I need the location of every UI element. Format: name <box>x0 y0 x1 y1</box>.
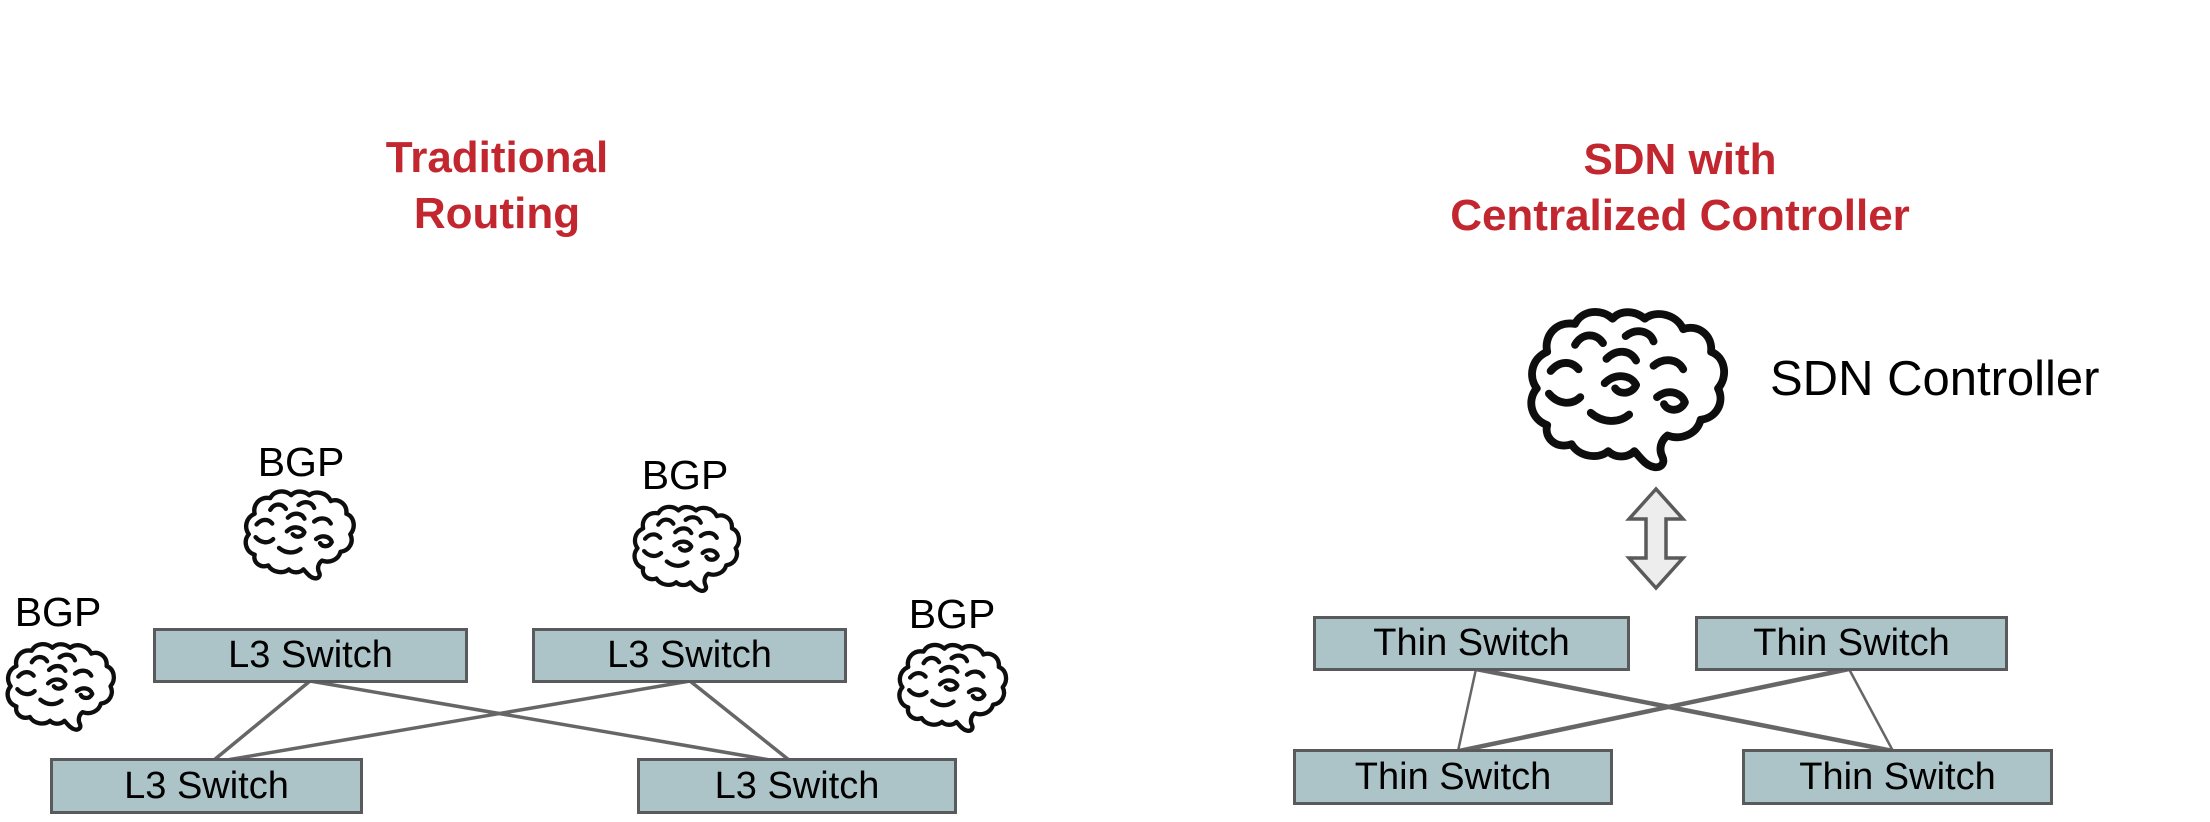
double-arrow-icon <box>1625 486 1687 591</box>
link-line <box>688 679 791 762</box>
bgp-label: BGP <box>14 589 102 635</box>
title-line: Routing <box>413 189 581 238</box>
sdn-controller-label: SDN Controller <box>1770 352 2100 406</box>
switch-label: Thin Switch <box>1373 622 1570 664</box>
l3-switch-box: L3 Switch <box>637 758 957 814</box>
thin-switch-box: Thin Switch <box>1695 616 2008 671</box>
bgp-label: BGP <box>641 452 729 498</box>
bgp-label: BGP <box>257 439 345 485</box>
title-line: Traditional <box>385 133 609 182</box>
l3-switch-box: L3 Switch <box>532 628 847 683</box>
link-line <box>1458 666 1850 754</box>
sdn-title: SDN with Centralized Controller <box>1420 132 1940 244</box>
l3-switch-box: L3 Switch <box>153 628 468 683</box>
switch-label: Thin Switch <box>1799 755 1996 798</box>
brain-icon <box>626 502 750 594</box>
thin-switch-box: Thin Switch <box>1313 616 1630 671</box>
switch-label: L3 Switch <box>124 764 289 807</box>
link-line <box>309 679 771 762</box>
traditional-routing-title: Traditional Routing <box>297 130 697 242</box>
switch-label: L3 Switch <box>228 634 393 676</box>
link-line <box>1456 668 1478 752</box>
title-line: Centralized Controller <box>1450 191 1910 240</box>
link-line <box>1475 666 1894 754</box>
switch-label: Thin Switch <box>1354 755 1552 798</box>
thin-switch-box: Thin Switch <box>1742 749 2053 805</box>
switch-label: Thin Switch <box>1753 622 1950 664</box>
brain-icon <box>893 640 1015 734</box>
link-line <box>226 679 691 762</box>
switch-label: L3 Switch <box>607 634 772 676</box>
brain-icon <box>240 486 362 582</box>
l3-switch-box: L3 Switch <box>50 758 363 814</box>
bgp-label: BGP <box>908 591 996 637</box>
link-line <box>1847 668 1895 752</box>
brain-icon <box>2 638 122 734</box>
title-line: SDN with <box>1583 135 1777 184</box>
link-line <box>212 679 312 762</box>
sdn-controller-brain-icon <box>1516 303 1744 473</box>
thin-switch-box: Thin Switch <box>1293 749 1613 805</box>
switch-label: L3 Switch <box>714 764 880 807</box>
